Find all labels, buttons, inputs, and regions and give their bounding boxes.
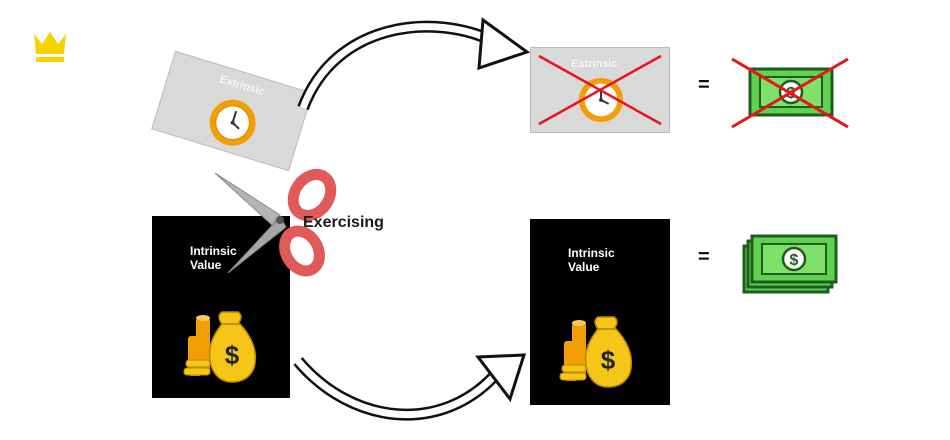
money-bag-icon: $ bbox=[183, 311, 257, 383]
exercising-label: Exercising bbox=[303, 214, 384, 231]
banknote-icon: $ bbox=[742, 234, 838, 294]
extrinsic-card-right-label: Extrinsic bbox=[571, 58, 618, 70]
curved-arrow-icon-bottom bbox=[293, 353, 527, 421]
scissors-icon bbox=[214, 169, 337, 277]
crown-icon bbox=[34, 32, 66, 62]
extrinsic-card-left: Extrinsic bbox=[151, 50, 313, 172]
equals-sign-top: = bbox=[698, 74, 710, 96]
extrinsic-card-right: Extrinsic bbox=[530, 47, 670, 133]
clock-icon bbox=[209, 99, 256, 146]
money-bag-icon-right: $ bbox=[559, 316, 633, 388]
equals-sign-bottom: = bbox=[698, 246, 710, 268]
curved-arrow-icon bbox=[297, 17, 531, 111]
clock-icon-right bbox=[578, 77, 624, 123]
intrinsic-card-left-label: Intrinsic Value bbox=[190, 244, 237, 272]
intrinsic-card-right-label: Intrinsic Value bbox=[568, 246, 615, 274]
intrinsic-card-right: Intrinsic Value $ bbox=[530, 219, 670, 405]
svg-text:$: $ bbox=[225, 340, 240, 370]
intrinsic-card-left: Intrinsic Value $ bbox=[152, 216, 290, 398]
svg-text:$: $ bbox=[601, 345, 616, 375]
cross-mark-icon bbox=[538, 54, 662, 126]
svg-text:$: $ bbox=[790, 252, 799, 269]
banknote-icon-crossed: $ bbox=[731, 57, 849, 129]
